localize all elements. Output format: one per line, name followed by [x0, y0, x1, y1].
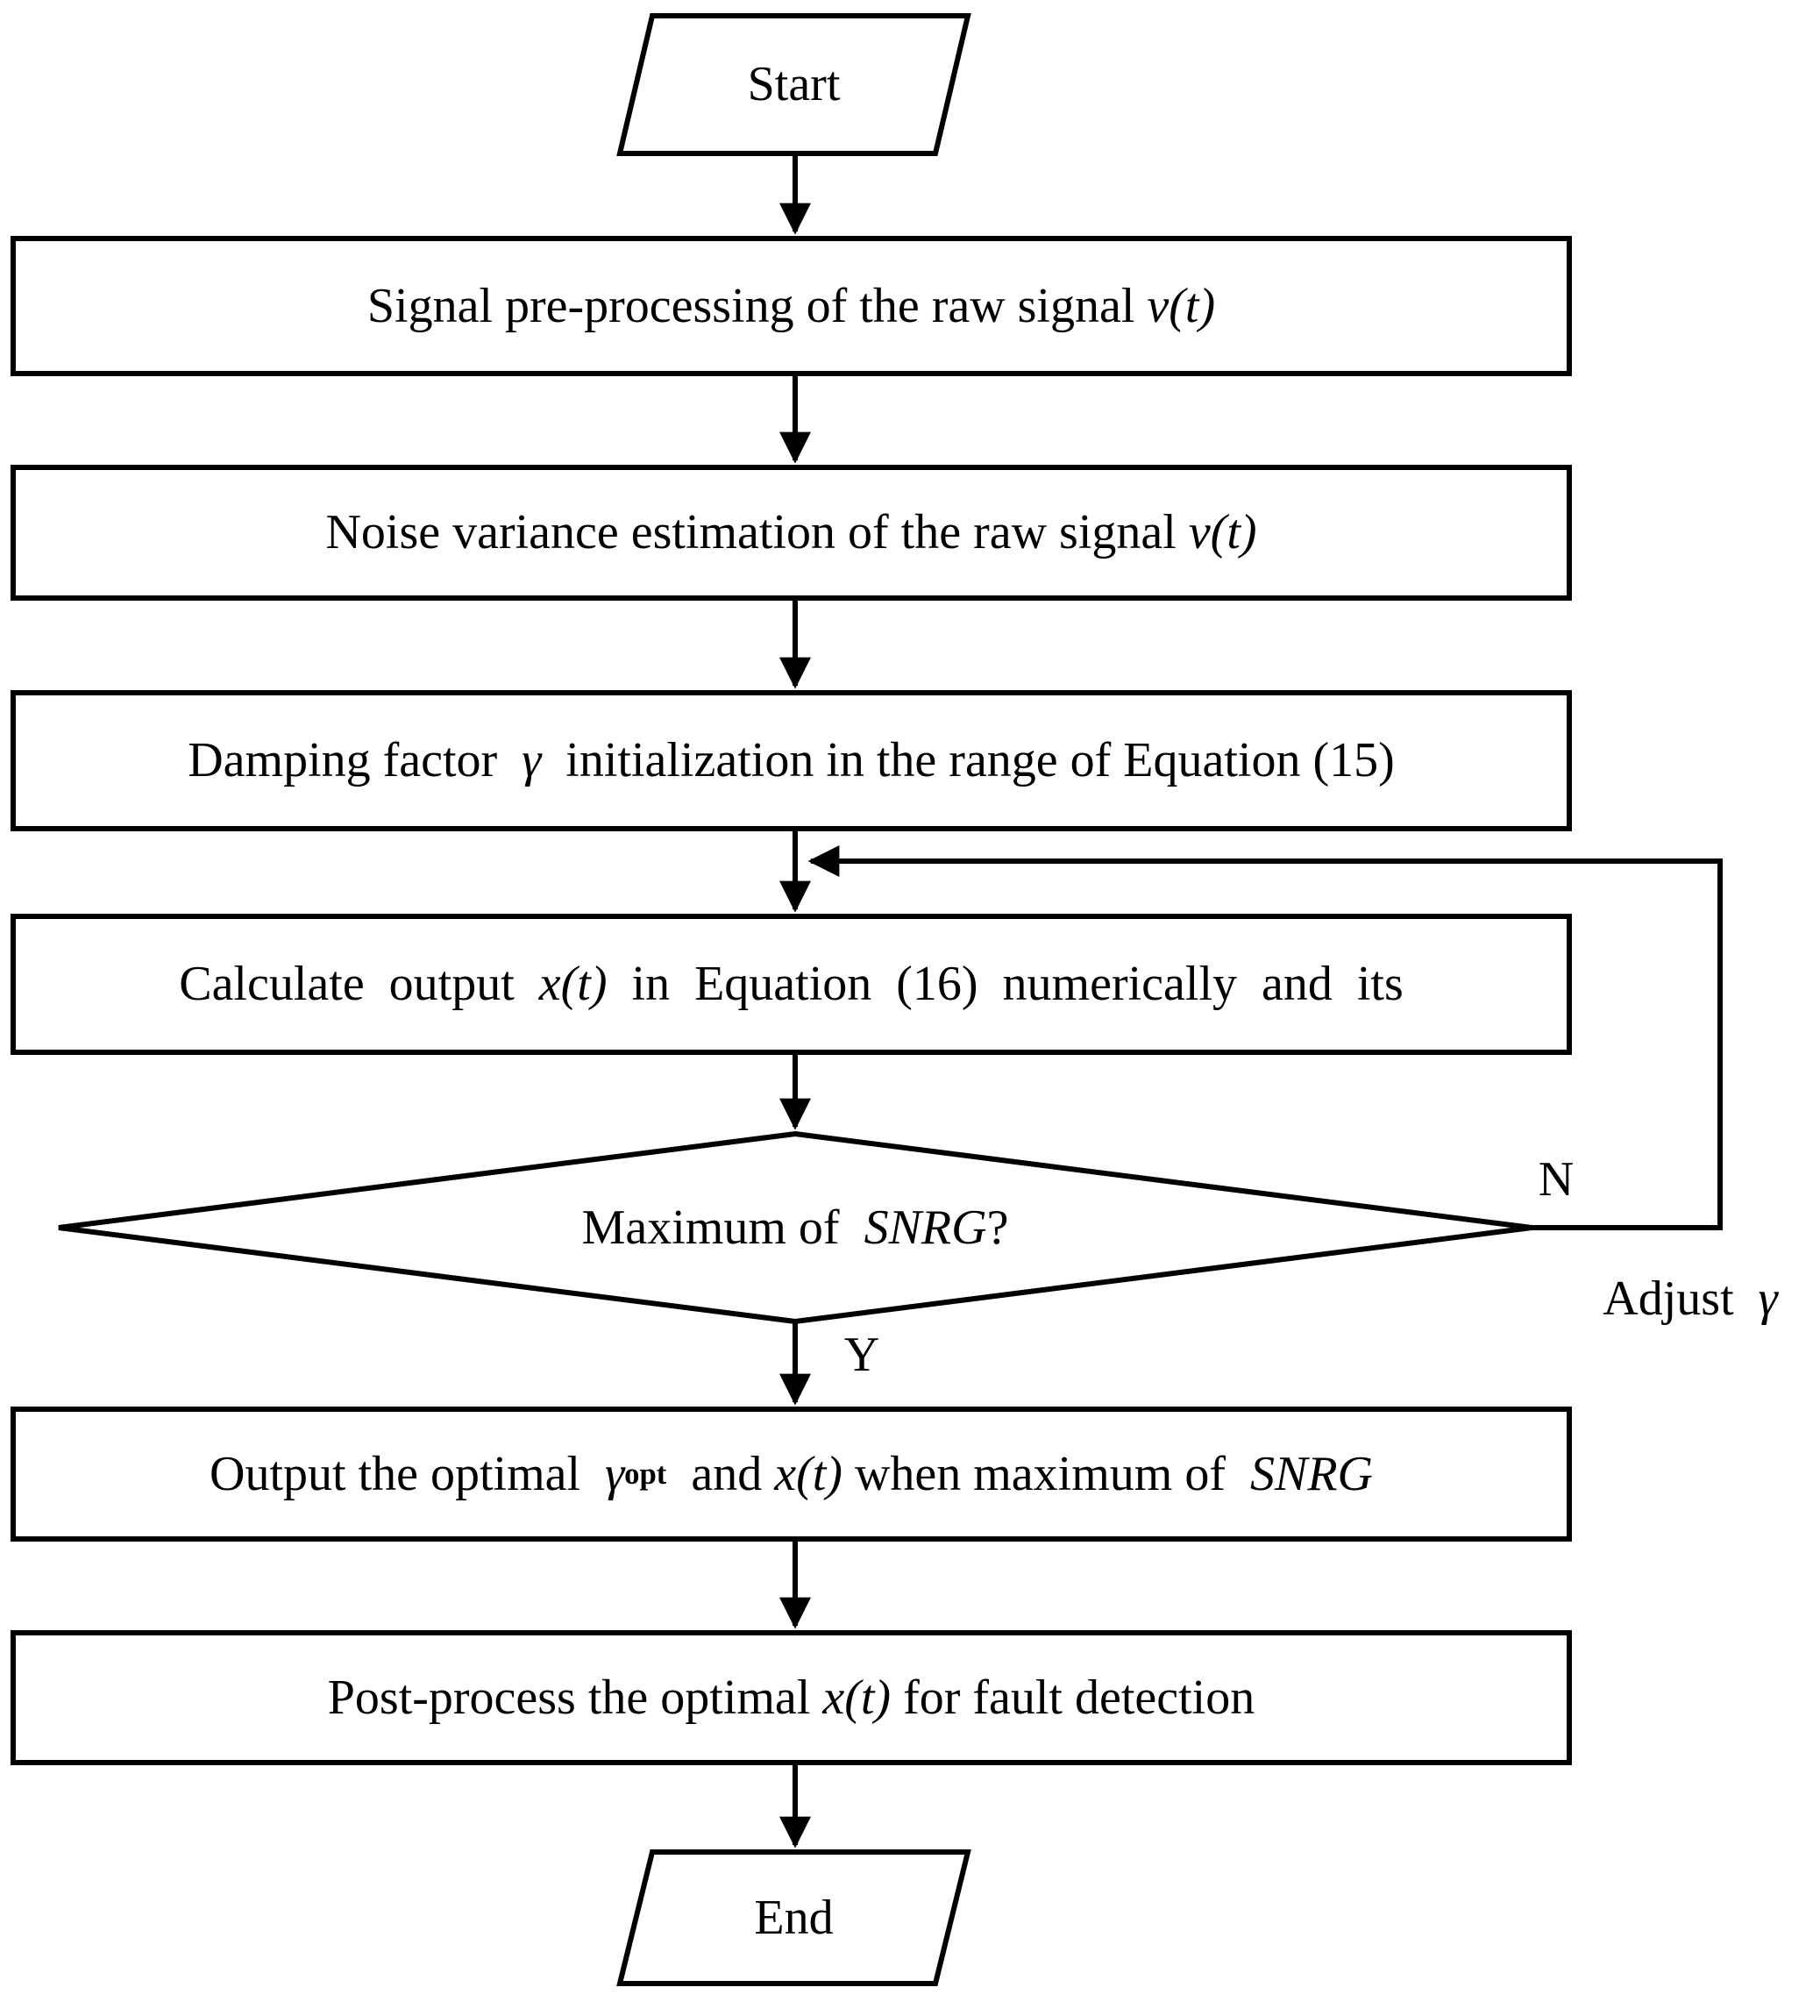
math-snrg: SNRG — [1250, 1446, 1373, 1501]
noise-box — [11, 465, 1572, 601]
branch-yes-label: Y — [843, 1327, 880, 1382]
calculate-box — [11, 914, 1572, 1055]
math-x-of-t: x(t) — [538, 957, 608, 1012]
noise-box-label: Noise variance estimation of the raw sig… — [325, 505, 1257, 560]
math-gamma: γ — [605, 1446, 625, 1501]
math-gamma: γ — [1758, 1271, 1778, 1326]
output-box — [11, 1407, 1572, 1542]
math-gamma: γ — [522, 733, 542, 788]
postprocess-box-label: Post-process the optimal x(t) for fault … — [327, 1670, 1255, 1725]
damping-box — [11, 690, 1572, 831]
subscript-opt: opt — [624, 1457, 667, 1492]
math-v-of-t: v(t) — [1147, 278, 1216, 333]
preprocess-box-label: Signal pre-processing of the raw signal … — [366, 278, 1216, 333]
decision-diamond — [58, 1130, 1532, 1325]
math-snrg: SNRG — [864, 1200, 987, 1255]
start-terminal — [616, 13, 971, 156]
postprocess-box — [11, 1630, 1572, 1765]
adjust-gamma-label: Adjust γ — [1603, 1271, 1778, 1326]
math-x-of-t: x(t) — [774, 1446, 842, 1501]
branch-no-label: N — [1538, 1151, 1575, 1207]
start-terminal-label: Start — [620, 16, 968, 153]
damping-box-label: Damping factor γ initialization in the r… — [188, 733, 1395, 788]
preprocess-box — [11, 236, 1572, 376]
math-v-of-t: v(t) — [1188, 505, 1257, 560]
math-x-of-t: x(t) — [822, 1670, 892, 1725]
arrow-loopback-adjust-gamma — [807, 845, 1723, 1230]
end-terminal — [616, 1849, 971, 1986]
end-terminal-label: End — [620, 1852, 968, 1984]
end-text: End — [754, 1890, 834, 1945]
decision-diamond-label: Maximum of SNRG? — [581, 1200, 1009, 1255]
calculate-box-label: Calculate output x(t) in Equation (16) n… — [179, 957, 1404, 1012]
start-text: Start — [747, 57, 841, 112]
